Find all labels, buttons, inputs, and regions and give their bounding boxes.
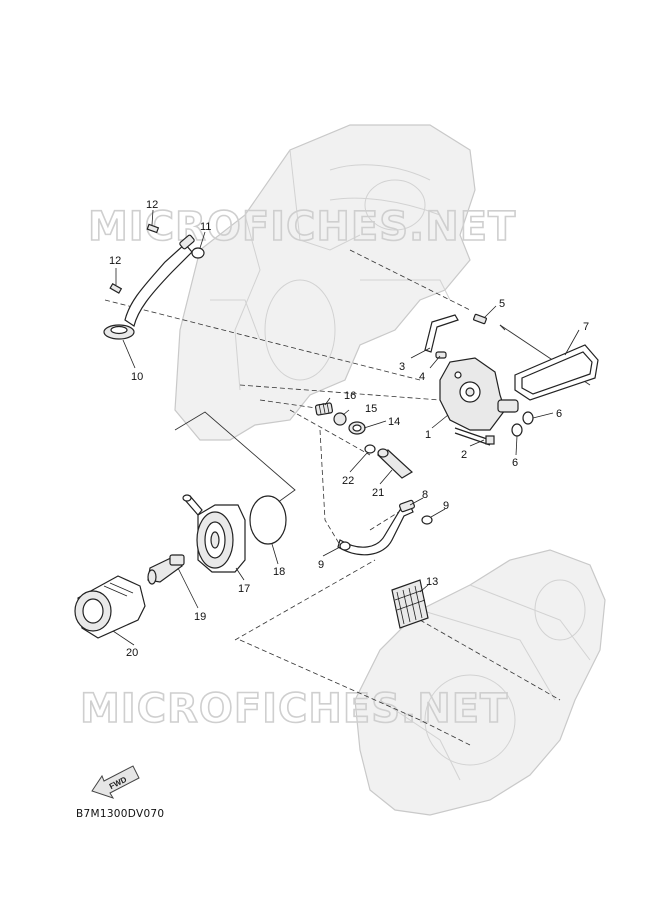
callout-13: 13 (426, 576, 438, 588)
union-bolt-21 (376, 448, 413, 479)
ball-15 (333, 412, 347, 426)
fitting-19 (147, 554, 185, 585)
bolt-12-lower (109, 282, 123, 294)
o-ring-11 (191, 247, 205, 259)
oil-pipe-3 (424, 314, 459, 353)
callout-4: 4 (419, 371, 425, 383)
callout-5: 5 (499, 298, 505, 310)
gasket-7 (514, 344, 599, 401)
watermark-top: MICROFICHES.NET (88, 204, 516, 250)
fwd-arrow-icon: FWD (91, 765, 140, 799)
callout-8: 8 (422, 489, 428, 501)
oil-delivery-pipe (103, 234, 195, 340)
crankcase-housing (174, 124, 476, 441)
clip-9-right (421, 515, 433, 525)
callout-labels: 12 11 12 10 5 7 3 4 16 15 14 6 1 2 6 22 … (109, 199, 589, 659)
callout-19: 19 (194, 611, 206, 623)
callout-22: 22 (342, 475, 354, 487)
washer-6-lower (511, 423, 523, 437)
washer-6-upper (522, 411, 534, 425)
spring-16 (314, 402, 334, 416)
oil-filter-20 (74, 575, 146, 639)
clip-9-left (339, 541, 351, 551)
pump-bolts (454, 427, 495, 446)
callout-6-upper: 6 (556, 408, 562, 420)
bolt-12-upper (146, 223, 160, 234)
callout-11: 11 (200, 221, 211, 233)
callout-7: 7 (583, 321, 589, 333)
callout-6-lower: 6 (512, 457, 518, 469)
assembly-guide-lines (104, 249, 561, 746)
callout-20: 20 (126, 647, 138, 659)
valve-14 (348, 421, 366, 435)
leader-lines (112, 209, 580, 646)
callout-17: 17 (238, 583, 250, 595)
dowel-pin-4 (435, 351, 447, 359)
callout-15: 15 (365, 403, 377, 415)
callout-16: 16 (344, 390, 356, 402)
callout-10: 10 (131, 371, 143, 383)
callout-1: 1 (425, 429, 431, 441)
callout-9-left: 9 (318, 559, 324, 571)
callout-9-right: 9 (443, 500, 449, 512)
oil-cooler-17 (182, 494, 246, 573)
oil-pump (439, 357, 519, 431)
callout-2: 2 (461, 449, 467, 461)
diagram-code: B7M1300DV070 (76, 808, 164, 820)
callout-18: 18 (273, 566, 285, 578)
callout-12-upper: 12 (146, 199, 158, 211)
callout-12-lower: 12 (109, 255, 121, 267)
watermark-bottom: MICROFICHES.NET (80, 686, 508, 732)
callout-14: 14 (388, 416, 400, 428)
callout-3: 3 (399, 361, 405, 373)
strainer-13 (391, 579, 429, 629)
callout-21: 21 (372, 487, 384, 499)
bolt-5 (473, 313, 487, 325)
o-ring-22 (364, 444, 376, 454)
o-ring-18 (249, 495, 287, 545)
